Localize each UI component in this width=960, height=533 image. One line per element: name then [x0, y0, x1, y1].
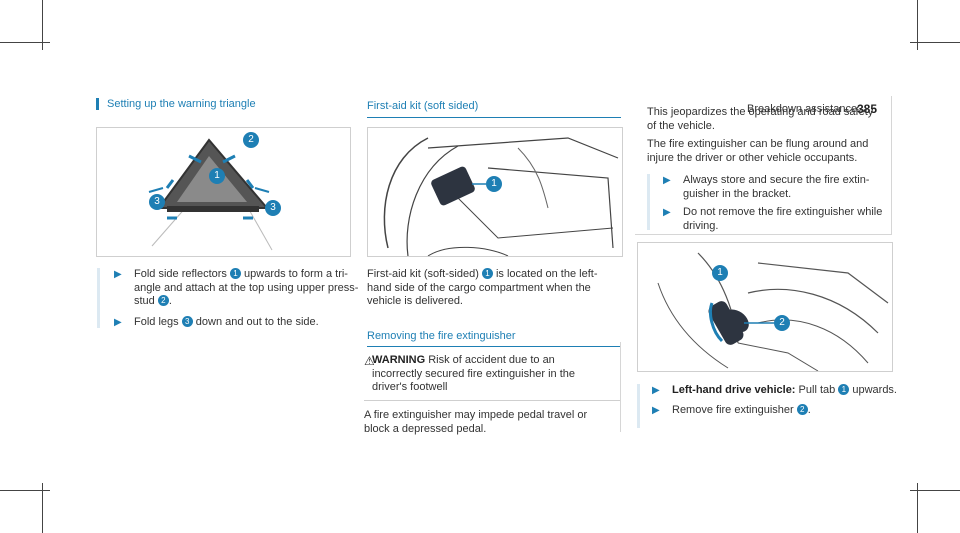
info-text: This jeopardizes the operating and road …: [647, 106, 874, 132]
step-arrow-icon: ▶: [114, 317, 122, 328]
ref-num: 1: [229, 268, 241, 279]
crop-mark: [0, 490, 50, 491]
callout-2: 2: [243, 132, 259, 148]
ref-num: 2: [796, 404, 808, 415]
step-arrow-icon: ▶: [663, 175, 671, 186]
step-remove-extinguisher: ▶ Remove fire extinguisher 2.: [652, 404, 811, 416]
step-arrow-icon: ▶: [652, 405, 660, 416]
section-title-fire-extinguisher: Removing the fire extinguisher: [367, 330, 516, 342]
callout-3: 3: [265, 200, 281, 216]
crop-mark: [917, 483, 918, 533]
first-aid-description: First-aid kit (soft-sided) 1 is located …: [367, 268, 598, 307]
figure-warning-triangle: 1 2 3 3: [96, 127, 351, 257]
info-text: The fire extinguisher can be flung aroun…: [647, 138, 869, 164]
step-arrow-icon: ▶: [663, 207, 671, 218]
callout-2: 2: [774, 315, 790, 331]
warning-continuation-box: This jeopardizes the operating and road …: [635, 96, 892, 235]
title-rule: [367, 117, 621, 118]
ref-num: 3: [181, 316, 193, 327]
step-fold-reflectors: ▶ Fold side reflectors 1 upwards to form…: [114, 268, 359, 307]
step-bar: [637, 384, 640, 428]
crop-mark: [910, 42, 960, 43]
warning-heading: WARNING Risk of accident due to an incor…: [372, 354, 575, 393]
step-arrow-icon: ▶: [652, 385, 660, 396]
warning-divider: [364, 400, 620, 401]
callout-1: 1: [486, 176, 502, 192]
info-step: ▶ Do not remove the fire extinguisher wh…: [663, 206, 883, 232]
callout-1: 1: [712, 265, 728, 281]
crop-mark: [42, 0, 43, 50]
section-title-warning-triangle: Setting up the warning triangle: [96, 98, 256, 110]
ref-num: 1: [838, 384, 850, 395]
crop-mark: [910, 490, 960, 491]
warning-label: WARNING: [372, 354, 426, 366]
info-step: ▶ Always store and secure the fire extin…: [663, 174, 870, 200]
step-pull-tab: ▶ Left-hand drive vehicle: Pull tab 1 up…: [652, 384, 897, 396]
crop-mark: [0, 42, 50, 43]
running-header: Breakdown assistance: [747, 103, 858, 115]
ref-num: 1: [481, 268, 493, 279]
warning-box: ⚠ WARNING Risk of accident due to an inc…: [354, 342, 621, 435]
warning-body: A fire extinguisher may impede pedal tra…: [364, 409, 588, 435]
step-fold-legs: ▶ Fold legs 3 down and out to the side.: [114, 316, 319, 328]
ref-num: 2: [157, 295, 169, 306]
crop-mark: [917, 0, 918, 50]
section-title-first-aid: First-aid kit (soft sided): [367, 100, 479, 112]
step-arrow-icon: ▶: [114, 269, 122, 280]
step-bar: [647, 174, 650, 230]
step-condition: Left-hand drive vehicle:: [672, 384, 796, 396]
callout-1: 1: [209, 168, 225, 184]
figure-first-aid-kit: 1: [367, 127, 623, 257]
page-number: 385: [857, 102, 878, 116]
figure-fire-extinguisher: 1 2: [637, 242, 893, 372]
callout-3: 3: [149, 194, 165, 210]
crop-mark: [42, 483, 43, 533]
title-rule: [367, 346, 621, 347]
step-bar: [97, 268, 100, 328]
warning-triangle-icon: ⚠: [364, 354, 375, 368]
